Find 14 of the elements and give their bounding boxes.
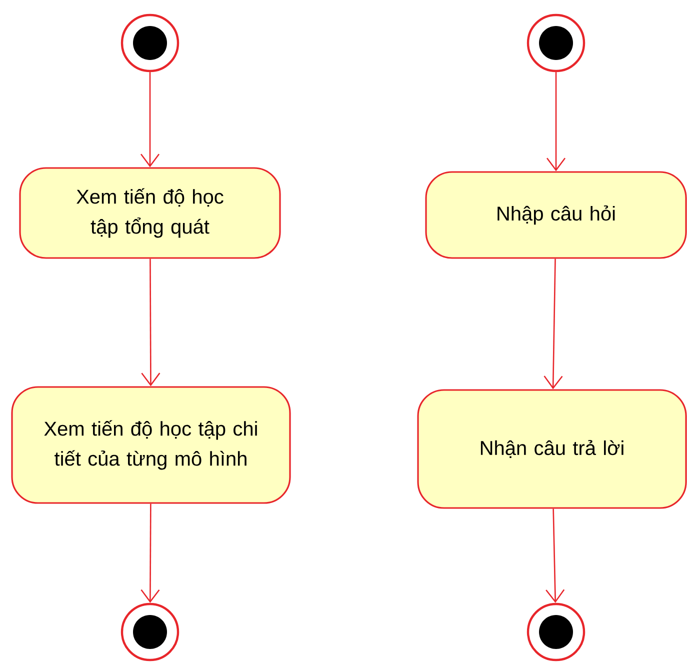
arrow [141, 258, 160, 386]
start-node [120, 14, 180, 72]
action-box: Nhập câu hỏi [425, 171, 687, 259]
action-box: Xem tiến độ học tập tổng quát [19, 167, 281, 259]
arrow [140, 504, 160, 603]
arrow [140, 72, 160, 168]
arrow [546, 508, 565, 603]
end-node [120, 602, 180, 662]
action-box: Xem tiến độ học tập chi tiết của từng mô hình [11, 386, 291, 504]
action-box: Nhận câu trả lời [417, 389, 687, 509]
arrow [544, 258, 563, 390]
start-node [526, 14, 586, 72]
arrow [546, 72, 566, 172]
end-node [526, 602, 586, 662]
